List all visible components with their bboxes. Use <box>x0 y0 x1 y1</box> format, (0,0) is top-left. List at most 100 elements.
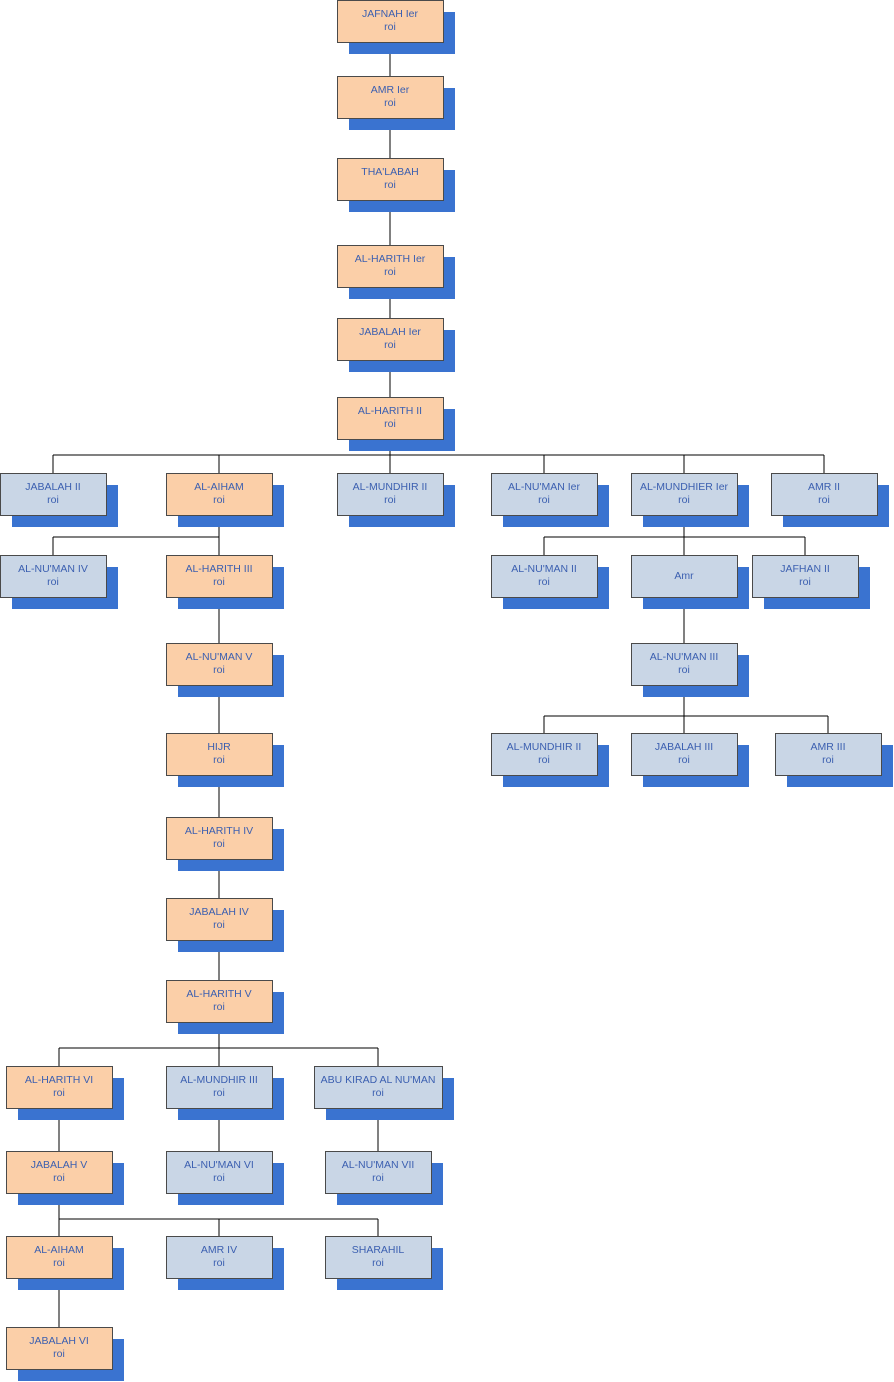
person-name: AL-MUNDHIR III <box>180 1074 258 1086</box>
person-title: roi <box>384 418 396 430</box>
person-name: Amr <box>674 570 694 582</box>
person-name: THA'LABAH <box>361 166 418 178</box>
person-name: AL-MUNDHIER Ier <box>640 481 729 493</box>
person-title: roi <box>818 494 830 506</box>
box-fill <box>166 980 273 1023</box>
box-fill <box>337 318 444 361</box>
person-name: JABALAH V <box>31 1159 88 1171</box>
box-fill <box>775 733 882 776</box>
person-title: roi <box>213 494 225 506</box>
box-fill <box>325 1236 432 1279</box>
box-fill <box>337 0 444 43</box>
person-name: JABALAH III <box>655 741 713 753</box>
person-name: AL-AIHAM <box>194 481 244 493</box>
person-title: roi <box>678 494 690 506</box>
person-name: AMR Ier <box>371 84 410 96</box>
box-fill <box>166 733 273 776</box>
person-name: JABALAH VI <box>29 1335 89 1347</box>
person-title: roi <box>213 838 225 850</box>
person-name: AL-NU'MAN VII <box>342 1159 415 1171</box>
person-name: AL-MUNDHIR II <box>507 741 582 753</box>
box-fill <box>491 733 598 776</box>
person-title: roi <box>213 1001 225 1013</box>
box-fill <box>166 898 273 941</box>
box-fill <box>166 555 273 598</box>
person-name: AL-NU'MAN IV <box>18 563 88 575</box>
person-title: roi <box>213 664 225 676</box>
person-name: AL-NU'MAN VI <box>184 1159 254 1171</box>
person-title: roi <box>384 266 396 278</box>
box-fill <box>166 1151 273 1194</box>
box-fill <box>325 1151 432 1194</box>
person-name: AMR III <box>810 741 845 753</box>
box-fill <box>166 1236 273 1279</box>
person-title: roi <box>213 576 225 588</box>
person-title: roi <box>538 754 550 766</box>
box-fill <box>631 473 738 516</box>
person-name: AL-HARITH IV <box>185 825 253 837</box>
person-title: roi <box>53 1348 65 1360</box>
person-name: HIJR <box>207 741 231 753</box>
box-fill <box>6 1066 113 1109</box>
person-title: roi <box>47 494 59 506</box>
box-fill <box>631 643 738 686</box>
box-fill <box>337 397 444 440</box>
box-fill <box>337 158 444 201</box>
person-title: roi <box>384 97 396 109</box>
box-fill <box>166 1066 273 1109</box>
person-title: roi <box>372 1172 384 1184</box>
person-title: roi <box>47 576 59 588</box>
person-name: AL-NU'MAN Ier <box>508 481 581 493</box>
person-name: AL-HARITH V <box>186 988 251 1000</box>
box-fill <box>491 555 598 598</box>
person-title: roi <box>53 1172 65 1184</box>
person-name: AL-HARITH II <box>358 405 422 417</box>
person-name: JABALAH Ier <box>359 326 421 338</box>
box-fill <box>0 473 107 516</box>
person-title: roi <box>213 1172 225 1184</box>
person-title: roi <box>213 1087 225 1099</box>
box-fill <box>6 1327 113 1370</box>
person-name: AL-HARITH Ier <box>355 253 426 265</box>
box-fill <box>631 733 738 776</box>
box-fill <box>0 555 107 598</box>
person-box-amr: Amr <box>631 555 749 609</box>
person-name: JAFHAN II <box>780 563 830 575</box>
person-name: JABALAH II <box>25 481 80 493</box>
person-title: roi <box>384 494 396 506</box>
person-name: AL-HARITH III <box>185 563 252 575</box>
person-title: roi <box>213 1257 225 1269</box>
box-fill <box>6 1236 113 1279</box>
connector-lines <box>52 42 829 1327</box>
person-title: roi <box>372 1087 384 1099</box>
box-fill <box>166 817 273 860</box>
person-name: AMR IV <box>201 1244 237 1256</box>
